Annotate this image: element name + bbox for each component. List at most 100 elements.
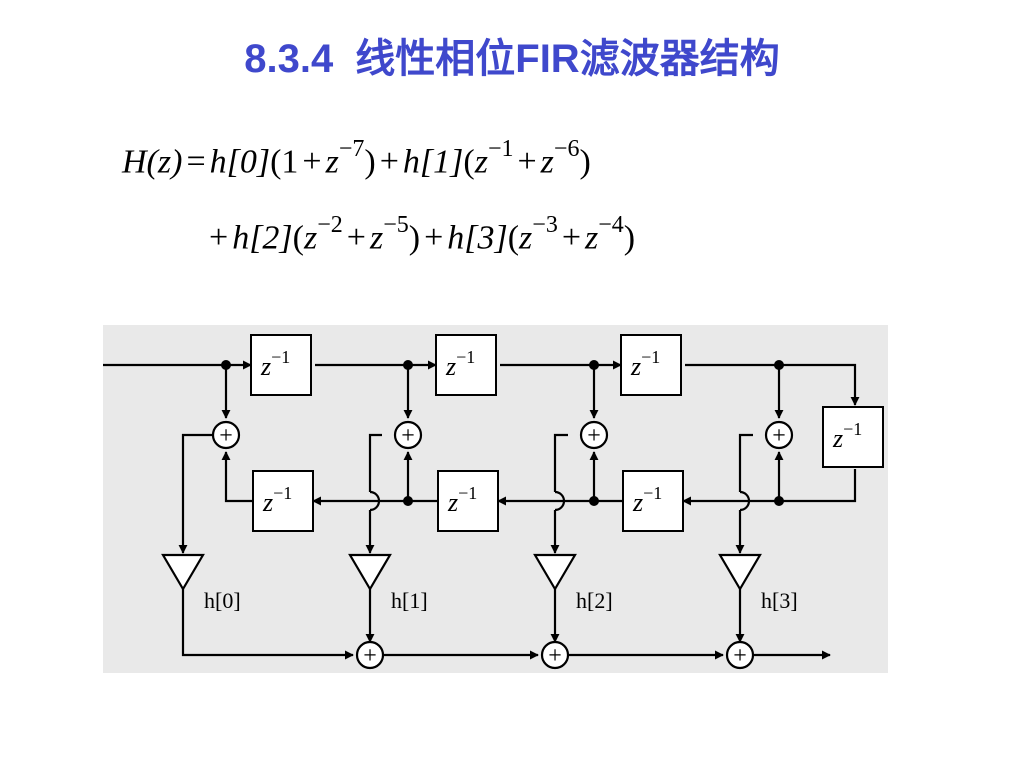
adder: + bbox=[725, 640, 755, 670]
delay-box bbox=[622, 470, 684, 532]
wire bbox=[178, 433, 213, 554]
adder-elements: + + + + + + + bbox=[211, 420, 794, 670]
eq-z: z bbox=[540, 143, 554, 181]
adder-circle bbox=[393, 420, 423, 450]
adder: + bbox=[393, 420, 423, 450]
signal-wires bbox=[103, 360, 860, 660]
delay-exponent: −1 bbox=[643, 483, 662, 503]
adder-circle bbox=[725, 640, 755, 670]
adder-symbol: + bbox=[733, 643, 747, 669]
eq-z: z bbox=[474, 143, 488, 181]
eq-open: ( bbox=[507, 219, 520, 257]
delay-box bbox=[250, 334, 312, 396]
delay-box bbox=[437, 470, 499, 532]
adder-symbol: + bbox=[219, 423, 233, 449]
delay-block: z−1 bbox=[250, 334, 312, 396]
wire bbox=[553, 433, 568, 492]
eq-z: z bbox=[325, 143, 339, 181]
eq-plus: + bbox=[561, 219, 582, 257]
eq-coef-h3: h[3] bbox=[447, 219, 508, 257]
equation-line-1: H(z)=h[0](1+z−7)+h[1](z−1+z−6) bbox=[122, 136, 591, 181]
adder: + bbox=[355, 640, 385, 670]
delay-box bbox=[252, 470, 314, 532]
eq-z: z bbox=[519, 219, 533, 257]
eq-plus: + bbox=[379, 143, 399, 181]
eq-z: z bbox=[585, 219, 599, 257]
wire bbox=[221, 451, 253, 503]
wire-crossover bbox=[739, 490, 751, 512]
junction-node bbox=[221, 360, 231, 370]
delay-label: z−1 bbox=[632, 483, 662, 517]
eq-coef-h1: h[1] bbox=[402, 143, 464, 181]
eq-close: ) bbox=[408, 219, 421, 257]
multiplier: h[3] bbox=[718, 553, 798, 613]
adder-circle bbox=[211, 420, 241, 450]
eq-lhs: H(z) bbox=[122, 143, 183, 181]
adder: + bbox=[579, 420, 609, 450]
wire bbox=[685, 363, 860, 406]
adder-circle bbox=[579, 420, 609, 450]
coefficient-label: h[0] bbox=[204, 588, 241, 613]
eq-plus: + bbox=[517, 143, 537, 181]
slide-title: 8.3.4 线性相位FIR滤波器结构 bbox=[0, 26, 1024, 84]
adder: + bbox=[540, 640, 570, 670]
wire bbox=[682, 469, 857, 506]
title-text: 线性相位FIR滤波器结构 bbox=[355, 37, 780, 81]
coefficient-label: h[3] bbox=[761, 588, 798, 613]
multiplier: h[2] bbox=[533, 553, 613, 613]
eq-coef-h0: h[0] bbox=[209, 143, 271, 181]
eq-plus: + bbox=[424, 219, 444, 257]
junction-nodes bbox=[221, 360, 784, 506]
multiplier: h[0] bbox=[161, 553, 241, 613]
multiplier-triangle bbox=[161, 553, 205, 592]
multiplier-triangle bbox=[348, 553, 392, 592]
eq-exponent: −6 bbox=[553, 136, 580, 162]
eq-plus: + bbox=[209, 219, 229, 257]
delay-block: z−1 bbox=[435, 334, 497, 396]
eq-close: ) bbox=[623, 219, 636, 257]
eq-open: (1 bbox=[270, 143, 299, 181]
eq-exponent: −4 bbox=[598, 212, 624, 238]
junction-node bbox=[403, 360, 413, 370]
delay-block: z−1 bbox=[252, 470, 314, 532]
adder-circle bbox=[764, 420, 794, 450]
eq-open: ( bbox=[463, 143, 475, 181]
section-number: 8.3.4 bbox=[244, 37, 334, 81]
eq-exponent: −7 bbox=[338, 136, 365, 162]
eq-equals: = bbox=[186, 143, 206, 181]
eq-close: ) bbox=[579, 143, 591, 181]
delay-block: z−1 bbox=[622, 470, 684, 532]
eq-plus: + bbox=[302, 143, 322, 181]
adder-symbol: + bbox=[772, 423, 786, 449]
delay-box bbox=[822, 406, 884, 468]
multiplier-elements: h[0] h[1] h[2] h[3] bbox=[161, 553, 798, 613]
junction-node bbox=[774, 360, 784, 370]
junction-node bbox=[589, 360, 599, 370]
junction-node bbox=[774, 496, 784, 506]
adder-circle bbox=[540, 640, 570, 670]
delay-block: z−1 bbox=[822, 406, 884, 468]
delay-exponent: −1 bbox=[458, 483, 477, 503]
eq-z: z bbox=[369, 219, 384, 257]
coefficient-label: h[1] bbox=[391, 588, 428, 613]
adder-circle bbox=[355, 640, 385, 670]
eq-exponent: −1 bbox=[487, 136, 514, 162]
multiplier-triangle bbox=[533, 553, 577, 592]
eq-exponent: −5 bbox=[383, 212, 409, 238]
eq-plus: + bbox=[346, 219, 366, 257]
wire-crossover bbox=[554, 490, 566, 512]
delay-box bbox=[435, 334, 497, 396]
wire-crossover bbox=[369, 490, 381, 512]
adder-symbol: + bbox=[548, 643, 562, 669]
eq-open: ( bbox=[292, 219, 304, 257]
eq-coef-h2: h[2] bbox=[232, 219, 293, 257]
delay-exponent: −1 bbox=[273, 483, 292, 503]
delay-box bbox=[620, 334, 682, 396]
wire bbox=[181, 589, 354, 660]
junction-node bbox=[589, 496, 599, 506]
delay-exponent: −1 bbox=[271, 347, 290, 367]
junction-node bbox=[403, 496, 413, 506]
wire bbox=[368, 433, 382, 492]
